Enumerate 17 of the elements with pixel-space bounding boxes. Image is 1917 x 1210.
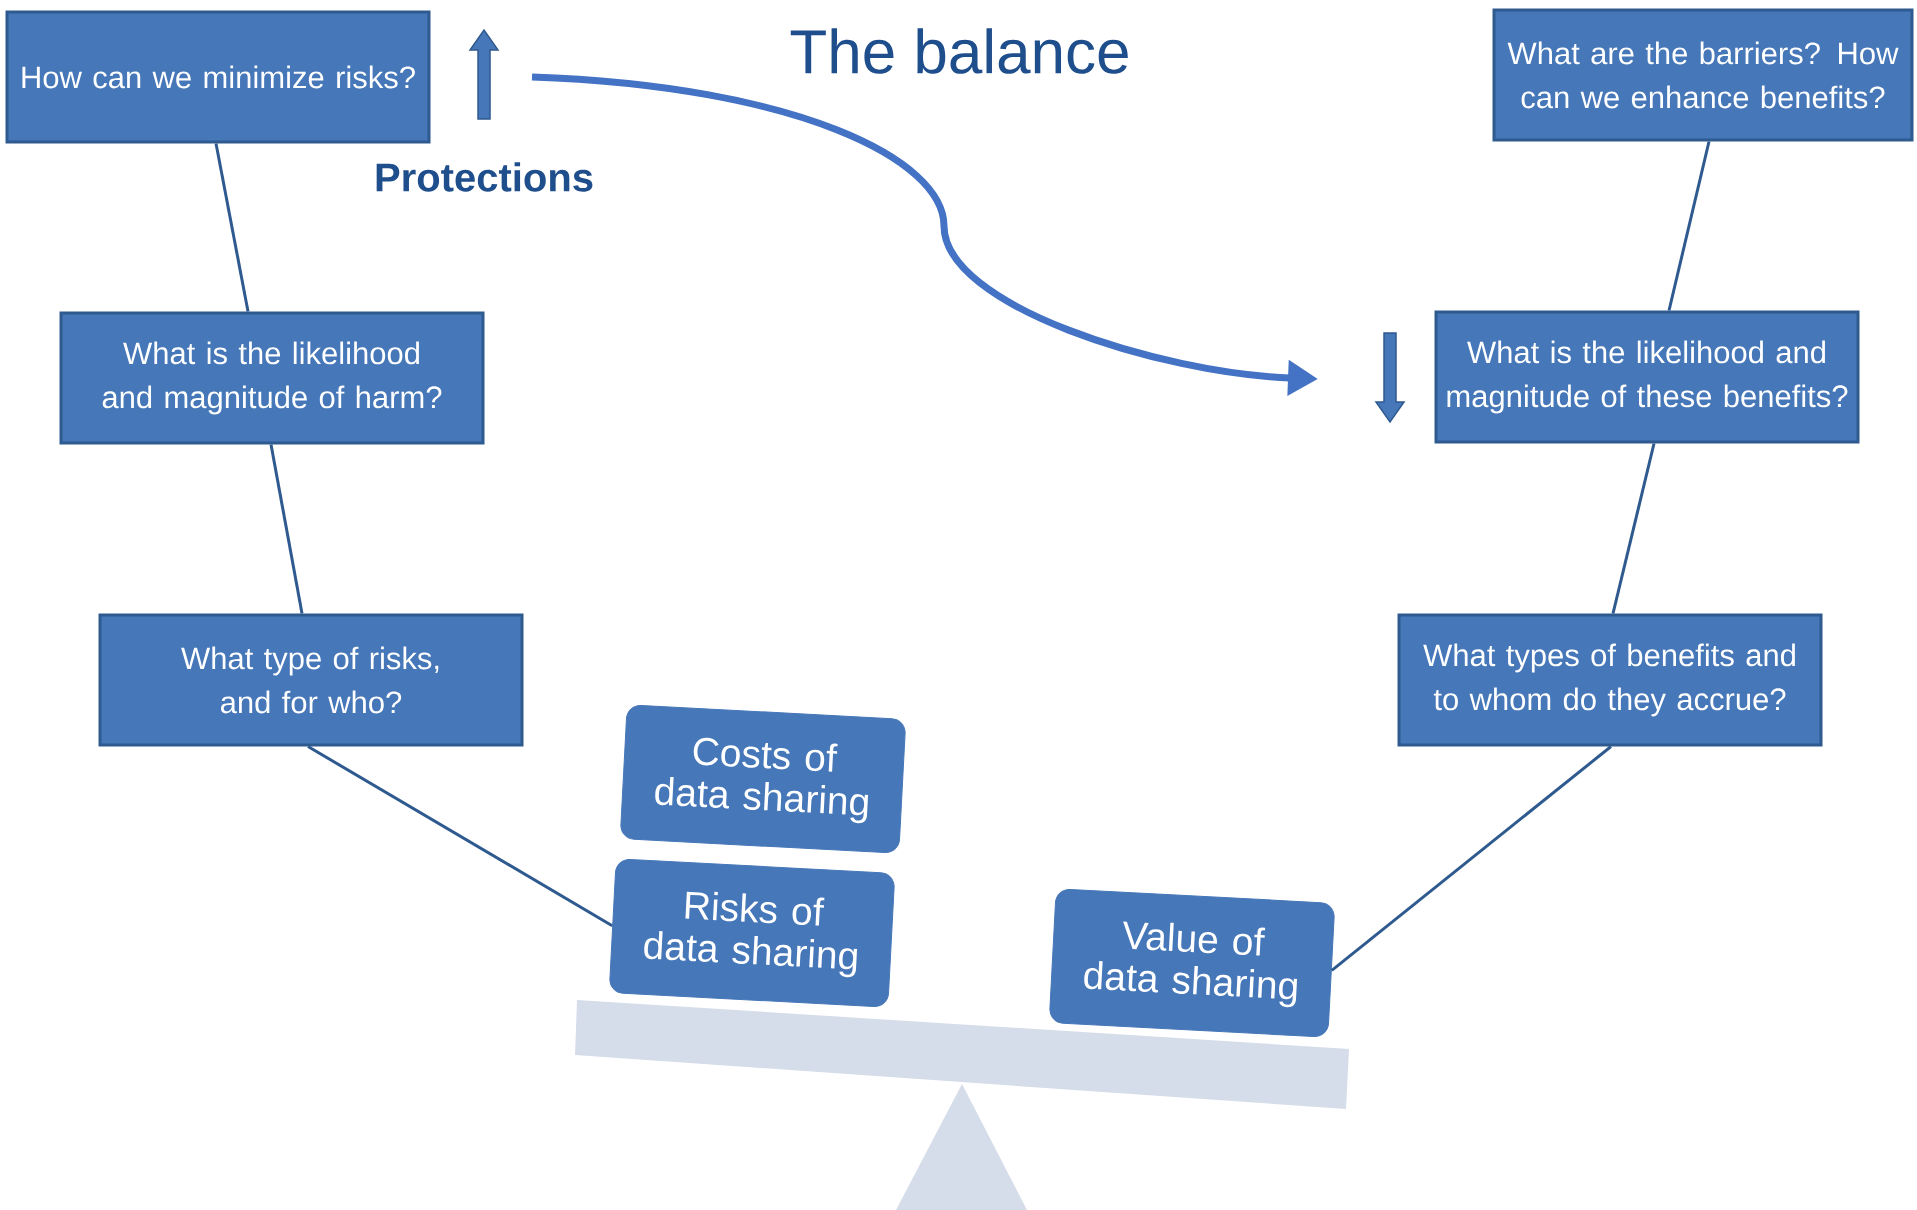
- connector-line: [269, 444, 304, 614]
- connector-line: [1667, 141, 1711, 311]
- heading: Protections: [376, 162, 593, 192]
- connector-line: [214, 143, 250, 312]
- balance-box: Risks of data sharing: [609, 859, 895, 1007]
- question-box: What is the likelihood and magnitude of these benefits?: [1434, 310, 1860, 444]
- title: The balance: [790, 28, 1128, 74]
- question-box: What is the likelihood and magnitude of harm?: [59, 311, 485, 445]
- balance-box: Costs of data sharing: [620, 705, 906, 853]
- connector-line: [1330, 745, 1612, 972]
- balance-box: Value of data sharing: [1049, 889, 1335, 1037]
- connector-line: [1611, 443, 1656, 614]
- question-box: What are the barriers? How can we enhance benefits?: [1492, 8, 1914, 142]
- question-box: What types of benefits and to whom do they accrue?: [1397, 613, 1823, 747]
- question-box: What type of risks, and for who?: [98, 613, 524, 747]
- connector-line: [307, 745, 613, 927]
- question-box: How can we minimize risks?: [5, 10, 431, 144]
